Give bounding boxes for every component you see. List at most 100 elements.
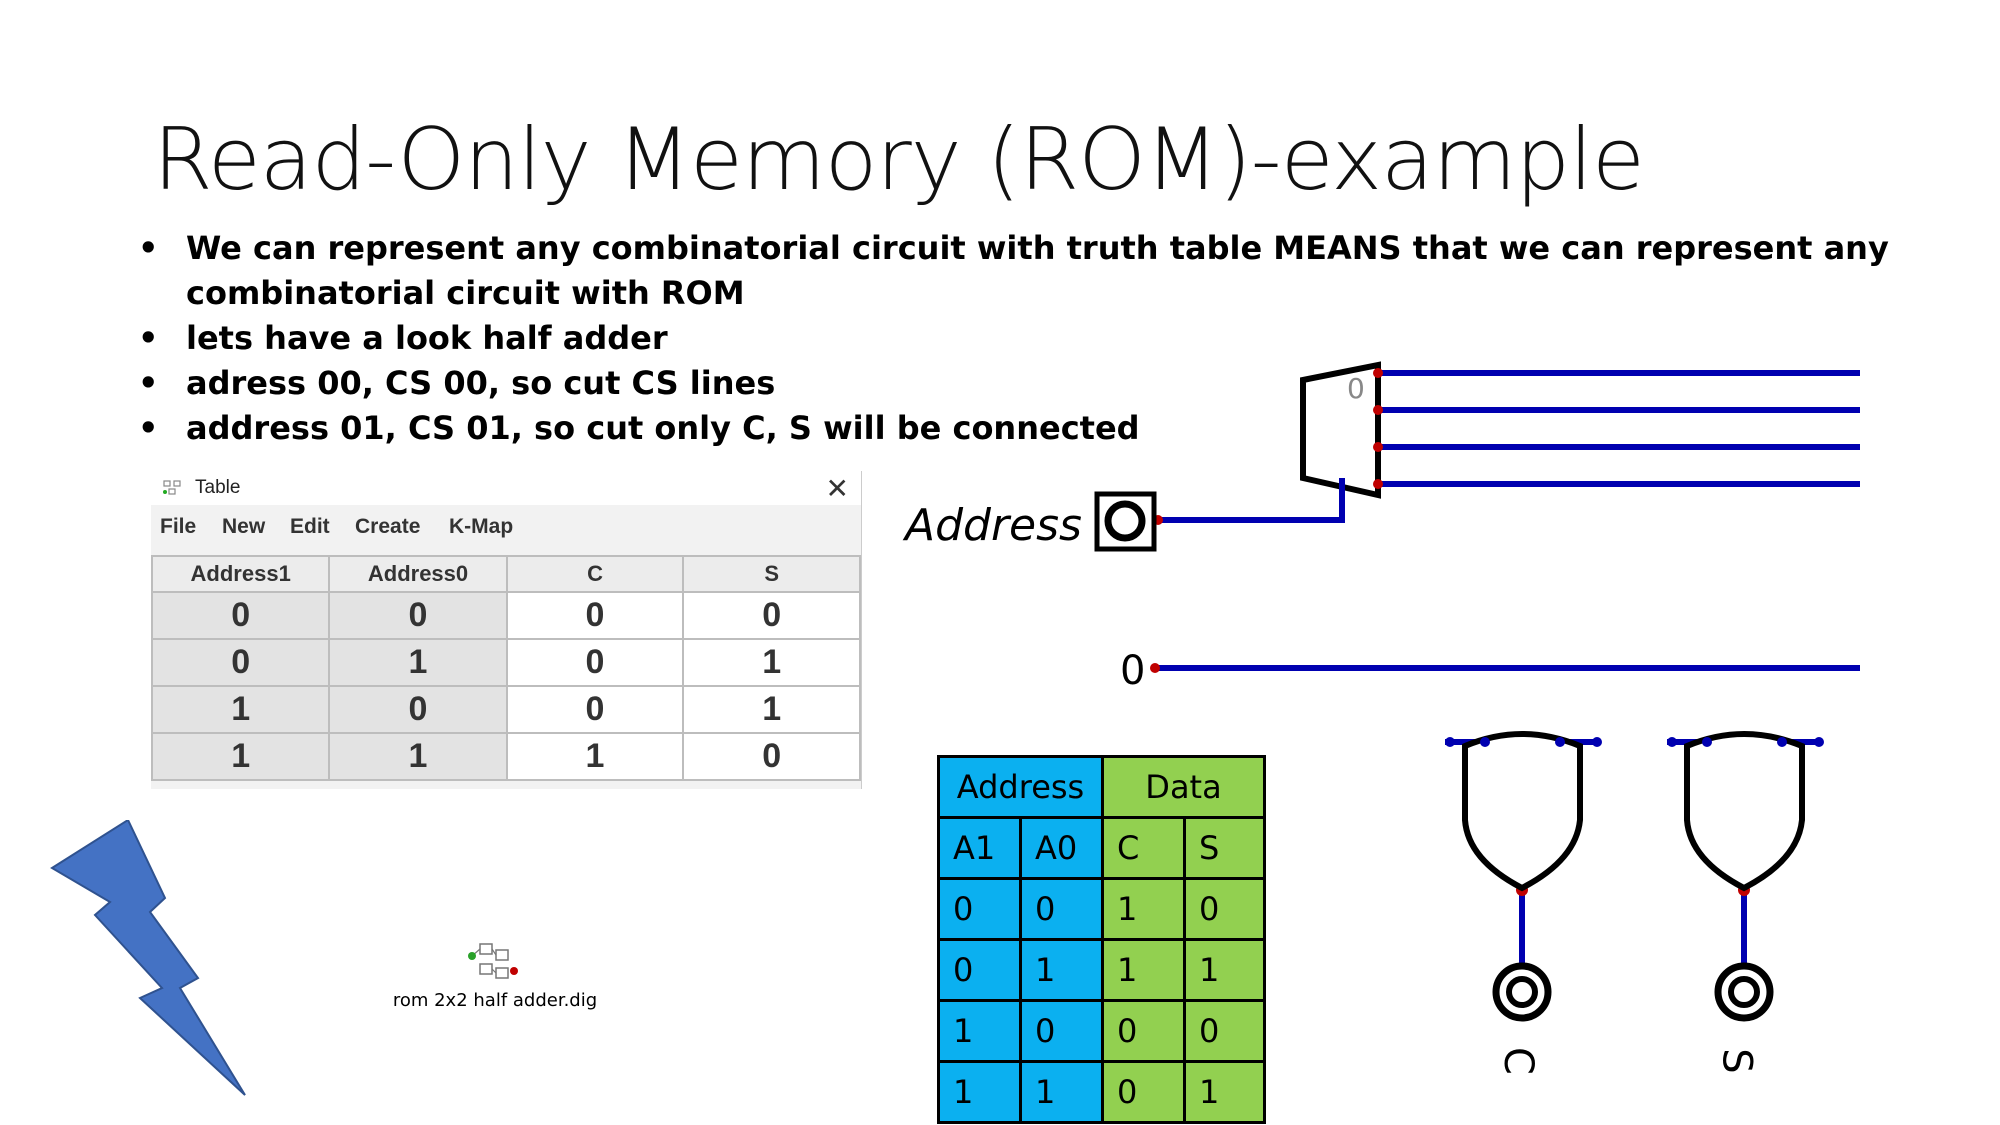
- column-header: S: [1183, 816, 1266, 880]
- bus-dot: [1592, 737, 1602, 747]
- slide-title: Read-Only Memory (ROM)-example: [153, 110, 1645, 210]
- table-cell[interactable]: 0: [328, 591, 508, 640]
- s-output-label: S: [1713, 1048, 1760, 1074]
- rom-block: [1300, 361, 1381, 499]
- table-cell: 1: [937, 999, 1022, 1063]
- table-cell: 0: [937, 877, 1022, 941]
- column-header: A0: [1019, 816, 1104, 880]
- table-row: 1 0 0 1: [150, 685, 861, 734]
- group-header-data: Data: [1101, 755, 1266, 819]
- menu-create[interactable]: Create: [355, 515, 421, 538]
- bullet-item: •address 01, CS 01, so cut only C, S wil…: [138, 409, 1140, 447]
- group-header-address: Address: [937, 755, 1104, 819]
- bus-dot: [1702, 737, 1712, 747]
- table-cell: 0: [1101, 1060, 1186, 1124]
- address-data-table: Address Data A1 A0 C S 0 0 1 0 0 1 1 1 1…: [937, 755, 1266, 1124]
- menu-file[interactable]: File: [160, 515, 197, 538]
- c-output-label: C: [1494, 1047, 1541, 1075]
- table-cell: 0: [1183, 999, 1266, 1063]
- menu-new[interactable]: New: [222, 515, 266, 538]
- lightning-bolt-icon: [50, 820, 246, 1096]
- or-gate-s: [1684, 731, 1805, 892]
- pin-dot: [1373, 442, 1383, 452]
- circuit-file-icon[interactable]: [466, 940, 520, 984]
- truth-table-grid: Address1 Address0 C S 0 0 0 0 0 1 0 1 1 …: [150, 555, 861, 781]
- table-cell[interactable]: 0: [682, 732, 861, 781]
- c-output-pin: [1492, 962, 1552, 1022]
- constant-label: 0: [1120, 648, 1146, 694]
- bus-dot: [1555, 737, 1565, 747]
- table-cell[interactable]: 1: [150, 685, 331, 734]
- table-cell[interactable]: 0: [505, 638, 685, 687]
- menu-kmap[interactable]: K-Map: [449, 515, 514, 538]
- column-header: A1: [937, 816, 1022, 880]
- pin-dot: [1373, 405, 1383, 415]
- bullet-text: lets have a look half adder: [186, 319, 668, 357]
- s-output-pin: [1714, 962, 1774, 1022]
- bus-dot: [1667, 737, 1677, 747]
- table-cell: 1: [937, 1060, 1022, 1124]
- table-cell[interactable]: 0: [682, 591, 861, 640]
- close-icon[interactable]: ✕: [825, 473, 849, 504]
- table-cell[interactable]: 0: [150, 638, 331, 687]
- table-row: 0 0 1 0: [937, 877, 1266, 941]
- table-cell[interactable]: 0: [150, 591, 331, 640]
- table-cell: 1: [1019, 938, 1104, 1002]
- bullet-text: adress 00, CS 00, so cut CS lines: [186, 364, 776, 402]
- column-header: C: [1101, 816, 1186, 880]
- app-icon: [163, 480, 181, 495]
- table-cell[interactable]: 1: [505, 732, 685, 781]
- window-title: Table: [195, 477, 241, 498]
- table-row: 0 0 0 0: [150, 591, 861, 640]
- table-cell[interactable]: 1: [150, 732, 331, 781]
- column-header[interactable]: Address0: [328, 555, 508, 593]
- table-cell: 0: [1019, 877, 1104, 941]
- menu-bar: File New Edit Create K-Map: [151, 509, 861, 543]
- bus-dot: [1480, 737, 1490, 747]
- table-cell: 0: [937, 938, 1022, 1002]
- table-cell: 0: [1183, 877, 1266, 941]
- table-row: 1 0 0 0: [937, 999, 1266, 1063]
- table-cell[interactable]: 1: [328, 638, 508, 687]
- menu-edit[interactable]: Edit: [290, 515, 330, 538]
- table-cell: 1: [1183, 938, 1266, 1002]
- table-cell[interactable]: 1: [682, 685, 861, 734]
- table-cell[interactable]: 0: [328, 685, 508, 734]
- table-row: 0 1 1 1: [937, 938, 1266, 1002]
- table-row: 0 1 0 1: [150, 638, 861, 687]
- bullet-item: •We can represent any combinatorial circ…: [138, 229, 1889, 312]
- bullet-text: address 01, CS 01, so cut only C, S will…: [186, 409, 1140, 447]
- file-label[interactable]: rom 2x2 half adder.dig: [392, 990, 598, 1011]
- table-cell: 1: [1019, 1060, 1104, 1124]
- window-titlebar: Table ✕: [151, 471, 861, 505]
- address-label: Address: [905, 500, 1082, 551]
- bullet-text: We can represent any combinatorial circu…: [186, 229, 1889, 312]
- table-cell[interactable]: 0: [505, 685, 685, 734]
- bus-dot: [1445, 737, 1455, 747]
- table-cell: 0: [1019, 999, 1104, 1063]
- pin-dot: [1150, 663, 1160, 673]
- table-cell: 1: [1101, 938, 1186, 1002]
- bullet-item: •adress 00, CS 00, so cut CS lines: [138, 364, 776, 402]
- rom-label: 0: [1347, 372, 1365, 405]
- table-row: 1 1 1 0: [150, 732, 861, 781]
- table-cell[interactable]: 1: [328, 732, 508, 781]
- table-cell: 1: [1101, 877, 1186, 941]
- bullet-list: •We can represent any combinatorial circ…: [138, 226, 1898, 451]
- bus-dot: [1814, 737, 1824, 747]
- pin-dot: [1373, 479, 1383, 489]
- table-cell[interactable]: 1: [682, 638, 861, 687]
- column-header[interactable]: Address1: [150, 555, 331, 593]
- table-cell[interactable]: 0: [505, 591, 685, 640]
- table-row: 1 1 0 1: [937, 1060, 1266, 1124]
- column-header[interactable]: C: [505, 555, 685, 593]
- bus-dot: [1777, 737, 1787, 747]
- column-header[interactable]: S: [682, 555, 861, 593]
- table-cell: 1: [1183, 1060, 1266, 1124]
- address-wire: [1158, 478, 1345, 523]
- table-window: Table ✕ File New Edit Create K-Map Addre…: [150, 471, 862, 789]
- table-cell: 0: [1101, 999, 1186, 1063]
- or-gate-c: [1462, 731, 1583, 892]
- bullet-item: •lets have a look half adder: [138, 319, 668, 357]
